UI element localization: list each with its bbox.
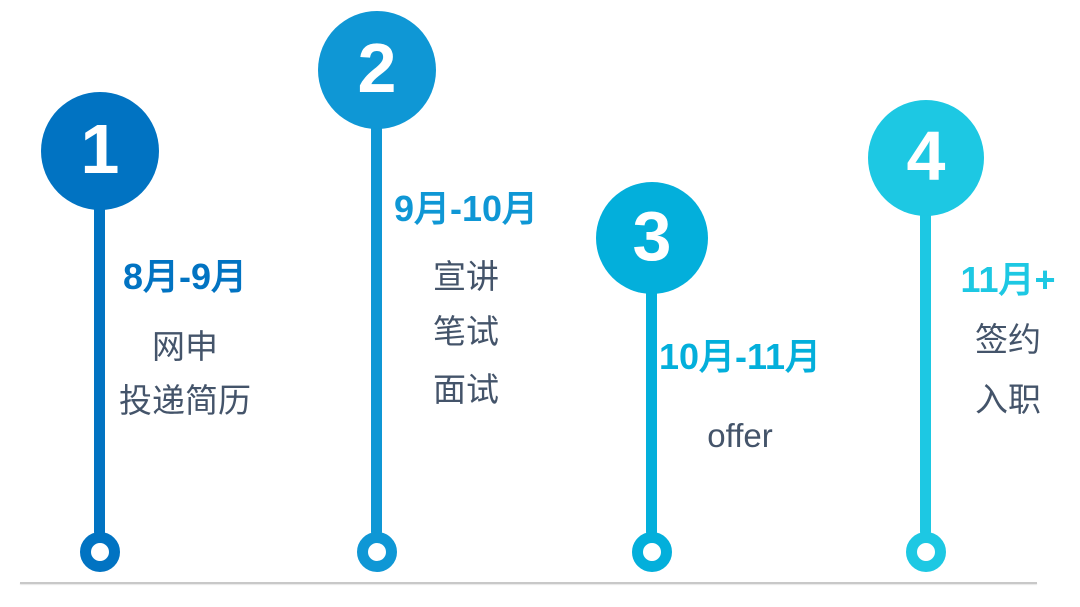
baseline-divider (20, 582, 1037, 584)
step-number: 3 (632, 197, 672, 275)
timeline-stem (920, 158, 931, 534)
timeline-end-ring (632, 532, 672, 572)
step-item: offer (707, 417, 773, 454)
step-item: 签约 (975, 321, 1041, 358)
step-circle: 1 (41, 92, 159, 210)
step-item: 网申 (152, 328, 218, 365)
step-item: 笔试 (433, 313, 499, 350)
step-date: 10月-11月 (658, 336, 822, 377)
timeline-stem (646, 238, 657, 534)
step-circle: 3 (596, 182, 708, 294)
timeline-stem (371, 70, 382, 534)
step-number: 1 (80, 110, 120, 188)
step-circle: 2 (318, 11, 436, 129)
step-item: 投递简历 (119, 382, 251, 419)
timeline-end-ring (80, 532, 120, 572)
timeline-stem (94, 151, 105, 534)
step-date: 11月+ (960, 259, 1056, 300)
step-item: 宣讲 (433, 258, 499, 295)
step-item: 入职 (975, 381, 1041, 418)
timeline-end-ring (906, 532, 946, 572)
step-number: 2 (357, 29, 397, 107)
step-item: 面试 (433, 371, 499, 408)
step-number: 4 (906, 117, 946, 195)
step-circle: 4 (868, 100, 984, 216)
step-date: 8月-9月 (122, 256, 248, 297)
step-date: 9月-10月 (393, 188, 539, 229)
timeline-end-ring (357, 532, 397, 572)
